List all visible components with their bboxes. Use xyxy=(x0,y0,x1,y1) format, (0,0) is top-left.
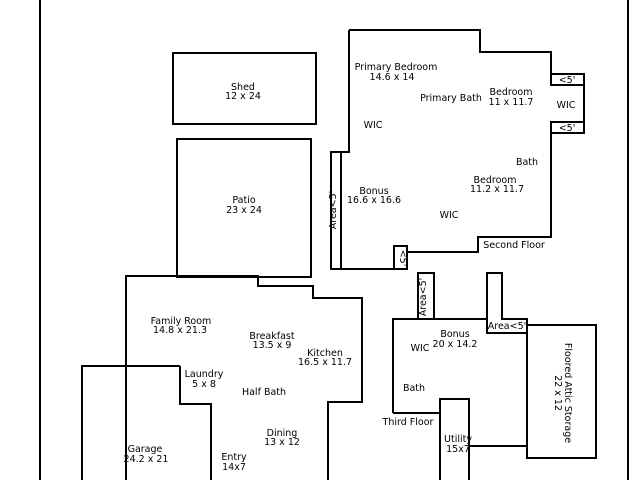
area-lt5-third-right-box xyxy=(486,319,527,334)
wic-second-label: WIC xyxy=(440,210,459,221)
family-room-name: Family Room xyxy=(151,316,212,327)
bath-third-label: Bath xyxy=(403,383,425,394)
kitchen-size: 16.5 x 11.7 xyxy=(298,357,352,368)
half-bath-name: Half Bath xyxy=(242,387,286,398)
attic-storage-size: 22 x 12 xyxy=(552,375,563,411)
area-lt5-third-left-label: Area<5' xyxy=(418,278,429,316)
breakfast-size: 13.5 x 9 xyxy=(253,340,292,351)
lt5-small-box xyxy=(393,245,408,270)
second-floor-label: Second Floor xyxy=(483,240,545,251)
entry-name: Entry xyxy=(221,452,247,463)
wic-bedroom-label: WIC xyxy=(557,100,576,111)
shed-size: 12 x 24 xyxy=(225,91,261,102)
bedroom-1-name: Bedroom xyxy=(490,87,533,98)
garage-size: 24.2 x 21 xyxy=(124,454,169,465)
wic-third-label: WIC xyxy=(411,343,430,354)
entry-size: 14x7 xyxy=(222,462,246,473)
dining-size: 13 x 12 xyxy=(264,437,300,448)
laundry-name: Laundry xyxy=(185,369,224,380)
primary-bath-name: Primary Bath xyxy=(420,93,482,104)
patio-name: Patio xyxy=(232,195,255,206)
area-lt5-left-strip xyxy=(330,151,342,270)
lt5-bottom-box xyxy=(550,121,585,134)
garage-outline xyxy=(81,365,126,480)
primary-bedroom-name: Primary Bedroom xyxy=(355,62,438,73)
patio-size: 23 x 24 xyxy=(226,205,262,216)
dining-name: Dining xyxy=(267,428,298,439)
primary-bedroom-size: 14.6 x 14 xyxy=(370,72,415,83)
laundry-size: 5 x 8 xyxy=(192,379,216,390)
first-floor-outline xyxy=(125,275,363,480)
third-floor-label: Third Floor xyxy=(382,417,434,428)
lt5-small-label: <5' xyxy=(397,250,408,267)
utility-size: 15x7 xyxy=(446,444,470,455)
breakfast-name: Breakfast xyxy=(249,331,294,342)
bonus-third-size: 20 x 14.2 xyxy=(433,339,478,350)
shed-outline xyxy=(172,52,317,125)
bonus-second-name: Bonus xyxy=(359,186,388,197)
attic-storage-name: Floored Attic Storage xyxy=(562,343,573,443)
bonus-second-size: 16.6 x 16.6 xyxy=(347,195,401,206)
garage-right-wall xyxy=(179,366,212,480)
lt5-top-box xyxy=(550,73,585,86)
lt5-bottom-label: <5' xyxy=(559,123,576,134)
bath-second-label: Bath xyxy=(516,157,538,168)
utility-outline xyxy=(439,398,470,480)
wic-primary-label: WIC xyxy=(364,120,383,131)
utility-name: Utility xyxy=(444,434,472,445)
area-lt5-third-right-label: Area<5' xyxy=(488,321,526,332)
bonus-third-name: Bonus xyxy=(440,329,469,340)
bedroom-2-size: 11.2 x 11.7 xyxy=(470,184,524,195)
area-lt5-left-label: Area<5' xyxy=(328,191,339,229)
area-lt5-third-left-strip xyxy=(417,272,435,320)
lt5-top-label: <5' xyxy=(559,75,576,86)
bedroom-1-size: 11 x 11.7 xyxy=(489,97,534,108)
shed-name: Shed xyxy=(231,82,255,93)
kitchen-name: Kitchen xyxy=(307,348,343,359)
bedroom-2-name: Bedroom xyxy=(474,175,517,186)
garage-name: Garage xyxy=(128,444,163,455)
attic-storage-outline xyxy=(526,324,597,459)
family-room-size: 14.8 x 21.3 xyxy=(153,325,207,336)
